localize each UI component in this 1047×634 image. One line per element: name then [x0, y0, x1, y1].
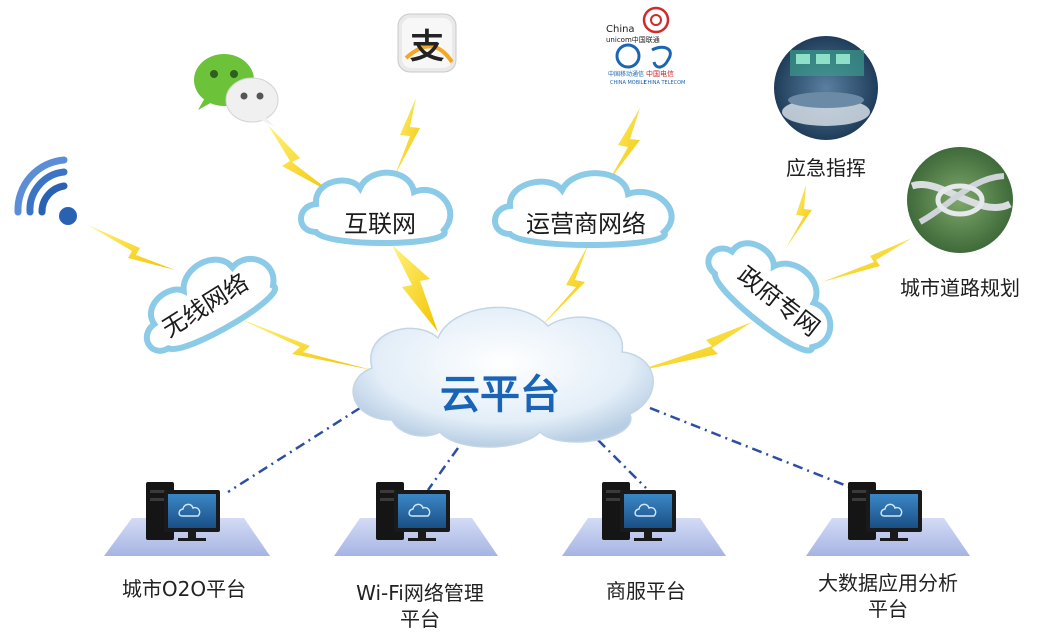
- platform-1: [104, 482, 270, 556]
- platform-label-4-line-1: 大数据应用分析: [818, 571, 958, 595]
- bolt-emergency: [786, 185, 812, 248]
- platform-2: [334, 482, 498, 556]
- road-photo: [907, 147, 1013, 253]
- wechat-icon: [194, 54, 279, 126]
- cloud-internet: [298, 169, 454, 247]
- cloud-operator: [492, 170, 675, 249]
- telecom-logo-cn: 中国电信: [646, 69, 674, 78]
- alipay-glyph: 支: [410, 27, 444, 67]
- platform-4: [806, 482, 970, 556]
- cloud-gov: [705, 240, 834, 354]
- wifi-icon: [14, 156, 77, 225]
- bolt-alipay: [395, 98, 420, 175]
- platform-connectors: [227, 406, 853, 494]
- emergency-photo: [774, 36, 878, 140]
- alipay-icon: [397, 13, 457, 73]
- mobile-logo-en: CHINA MOBILE: [610, 80, 647, 86]
- cloud-label-operator: 运营商网络: [526, 210, 646, 238]
- platform-label-1-line-1: 城市O2O平台: [121, 577, 247, 601]
- platform-label-1: 城市O2O平台: [84, 576, 284, 602]
- cloud-label-internet: 互联网: [344, 210, 416, 238]
- carrier-logos: [615, 6, 672, 69]
- cloud-wireless: [143, 255, 279, 354]
- platform-label-2: Wi-Fi网络管理 平台: [320, 580, 520, 632]
- bolt-operator-center: [538, 245, 588, 330]
- platform-label-4: 大数据应用分析 平台: [788, 570, 988, 622]
- platform-label-4-line-2: 平台: [868, 597, 908, 621]
- bolt-internet-center: [392, 245, 438, 332]
- unicom-logo-en: China: [606, 24, 635, 35]
- platform-label-3-line-1: 商服平台: [606, 579, 686, 603]
- center-label: 云平台: [440, 372, 560, 418]
- road-label: 城市道路规划: [900, 276, 1020, 300]
- platform-label-2-line-2: 平台: [400, 607, 440, 631]
- lightning-bolts: [88, 98, 912, 372]
- platform-3: [562, 482, 726, 556]
- bolt-road: [822, 238, 912, 282]
- bolt-wifi: [88, 225, 175, 270]
- unicom-logo-cn: unicom中国联通: [606, 35, 660, 44]
- bolt-wireless-center: [238, 318, 372, 370]
- bolt-wechat: [268, 125, 335, 195]
- emergency-label: 应急指挥: [786, 156, 866, 180]
- mobile-logo-cn: 中国移动通信: [608, 70, 644, 78]
- platform-label-3: 商服平台: [546, 578, 746, 604]
- platform-label-2-line-1: Wi-Fi网络管理: [356, 581, 484, 605]
- bolt-gov-center: [634, 322, 752, 372]
- cloud-platform: [352, 306, 654, 448]
- telecom-logo-en: CHINA TELECOM: [644, 80, 685, 86]
- bolt-carriers: [608, 108, 640, 182]
